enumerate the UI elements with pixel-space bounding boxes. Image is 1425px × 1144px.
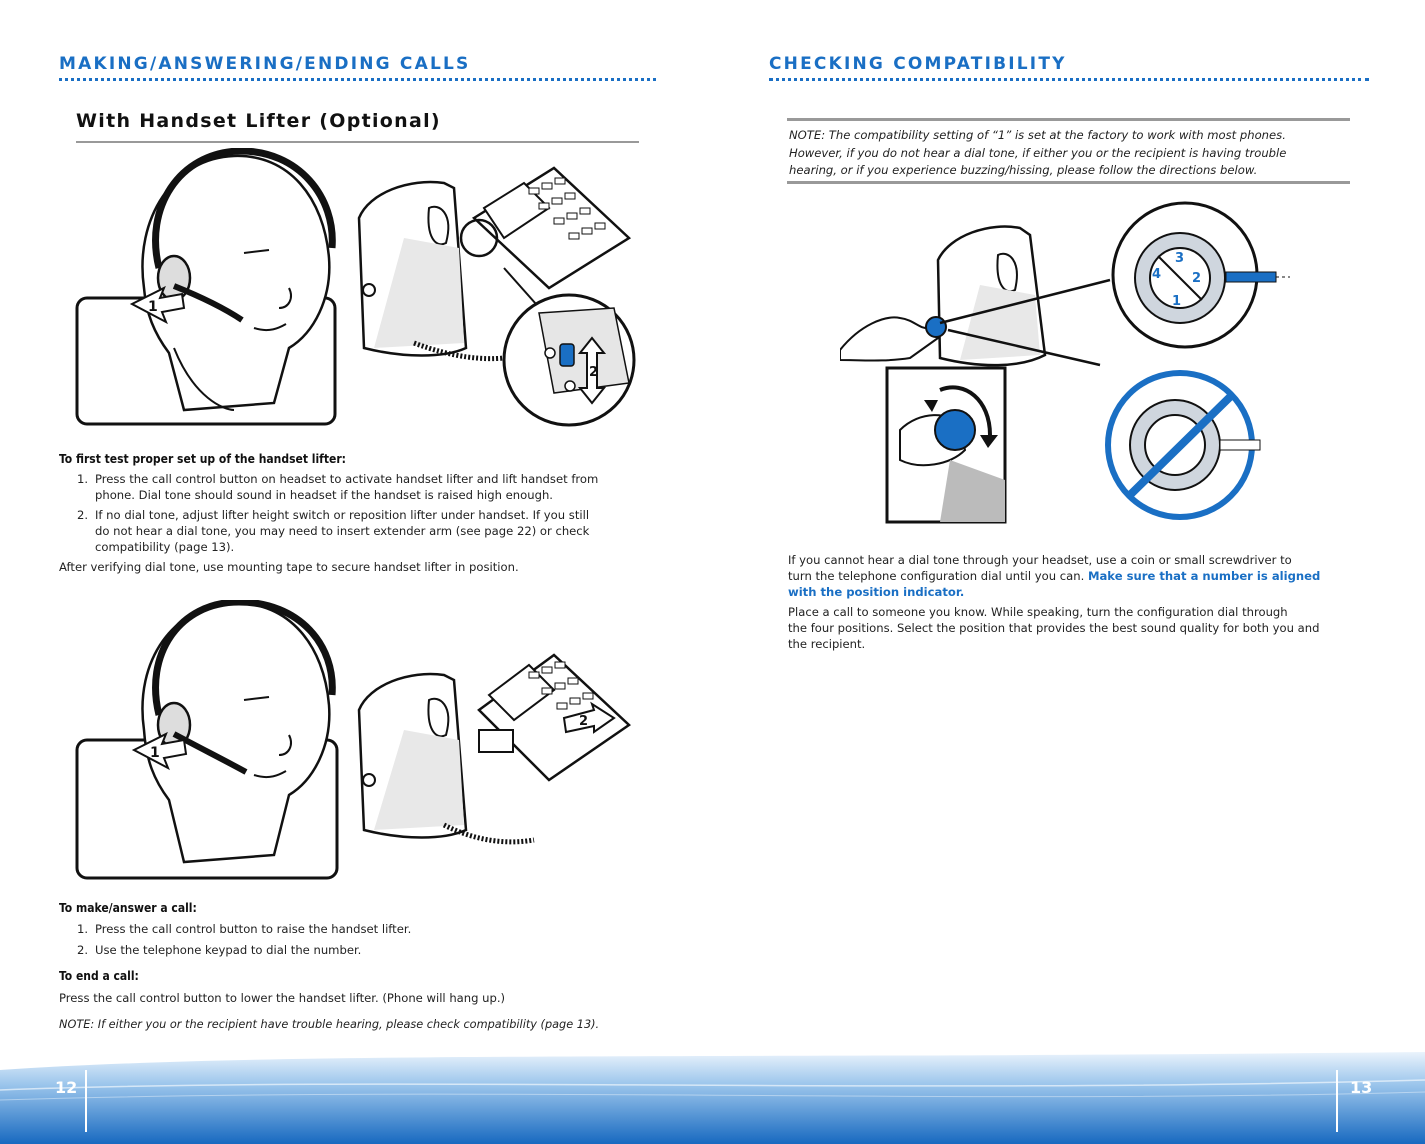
call-test-instructions: Place a call to someone you know. While … bbox=[788, 604, 1368, 652]
dial-instructions-emphasis-b: with the position indicator. bbox=[788, 585, 965, 599]
dial-number-4: 4 bbox=[1152, 267, 1161, 282]
subheading-handset-lifter: With Handset Lifter (Optional) bbox=[76, 110, 639, 143]
make-step-2-text: Use the telephone keypad to dial the num… bbox=[95, 943, 362, 957]
right-section-title: CHECKING COMPATIBILITY bbox=[769, 54, 1067, 74]
test-step-1-number: 1. bbox=[77, 472, 89, 486]
dial-instructions: If you cannot hear a dial tone through y… bbox=[788, 552, 1368, 600]
dial-instructions-line-2: turn the telephone configuration dial un… bbox=[788, 569, 1088, 583]
figure1-callout-1: 1 bbox=[148, 299, 158, 315]
test-step-2-number: 2. bbox=[77, 508, 89, 522]
left-dotted-rule bbox=[59, 78, 656, 81]
test-step-2: 2. If no dial tone, adjust lifter height… bbox=[77, 507, 647, 555]
compatibility-note-line-3: hearing, or if you experience buzzing/hi… bbox=[789, 163, 1258, 177]
after-verify-text: After verifying dial tone, use mounting … bbox=[59, 560, 519, 574]
make-step-1-number: 1. bbox=[77, 922, 89, 936]
compatibility-note-box: NOTE: The compatibility setting of “1” i… bbox=[787, 118, 1350, 184]
right-page-number: 13 bbox=[1350, 1078, 1373, 1097]
make-step-1-text: Press the call control button to raise t… bbox=[95, 922, 412, 936]
dial-instructions-emphasis-a: Make sure that a number is aligned bbox=[1087, 569, 1321, 583]
dial-number-1: 1 bbox=[1172, 294, 1181, 309]
dial-instructions-line-1: If you cannot hear a dial tone through y… bbox=[788, 553, 1292, 567]
left-note: NOTE: If either you or the recipient hav… bbox=[59, 1018, 600, 1031]
test-step-2-line-1: If no dial tone, adjust lifter height sw… bbox=[95, 508, 590, 522]
dial-number-2: 2 bbox=[1192, 271, 1201, 286]
figure2-callout-2: 2 bbox=[579, 714, 588, 729]
test-step-2-line-2: do not hear a dial tone, you may need to… bbox=[95, 524, 590, 538]
test-heading: To first test proper set up of the hands… bbox=[59, 452, 346, 466]
end-text: Press the call control button to lower t… bbox=[59, 991, 506, 1005]
call-test-line-1: Place a call to someone you know. While … bbox=[788, 605, 1288, 619]
call-test-line-3: the recipient. bbox=[788, 637, 866, 651]
test-step-1-line-1: Press the call control button on headset… bbox=[95, 472, 599, 486]
compatibility-note-line-1: NOTE: The compatibility setting of “1” i… bbox=[789, 128, 1286, 142]
figure-handset-lifter-test: 1 2 bbox=[75, 148, 636, 427]
left-page-number: 12 bbox=[55, 1078, 78, 1097]
figure2-callout-1: 1 bbox=[150, 745, 160, 761]
left-section-title: MAKING/ANSWERING/ENDING CALLS bbox=[59, 54, 471, 74]
test-step-1: 1. Press the call control button on head… bbox=[77, 471, 647, 503]
footer-wave-band bbox=[0, 1052, 1425, 1144]
compatibility-note-line-2: However, if you do not hear a dial tone,… bbox=[789, 145, 1287, 160]
right-dotted-rule bbox=[769, 78, 1369, 81]
dial-number-3: 3 bbox=[1175, 251, 1184, 266]
end-heading: To end a call: bbox=[59, 969, 139, 983]
test-step-2-line-3: compatibility (page 13). bbox=[95, 540, 235, 554]
compatibility-note: NOTE: The compatibility setting of “1” i… bbox=[789, 127, 1339, 180]
make-heading: To make/answer a call: bbox=[59, 901, 197, 915]
test-step-1-line-2: phone. Dial tone should sound in headset… bbox=[95, 488, 553, 502]
figure1-callout-2: 2 bbox=[589, 365, 598, 380]
make-step-1: 1. Press the call control button to rais… bbox=[77, 921, 577, 937]
make-step-2: 2. Use the telephone keypad to dial the … bbox=[77, 942, 577, 958]
figure-make-answer-call: 1 2 bbox=[75, 600, 631, 880]
figure-configuration-dial: 1 2 3 4 bbox=[840, 201, 1290, 524]
call-test-line-2: the four positions. Select the position … bbox=[788, 621, 1320, 635]
make-step-2-number: 2. bbox=[77, 943, 89, 957]
